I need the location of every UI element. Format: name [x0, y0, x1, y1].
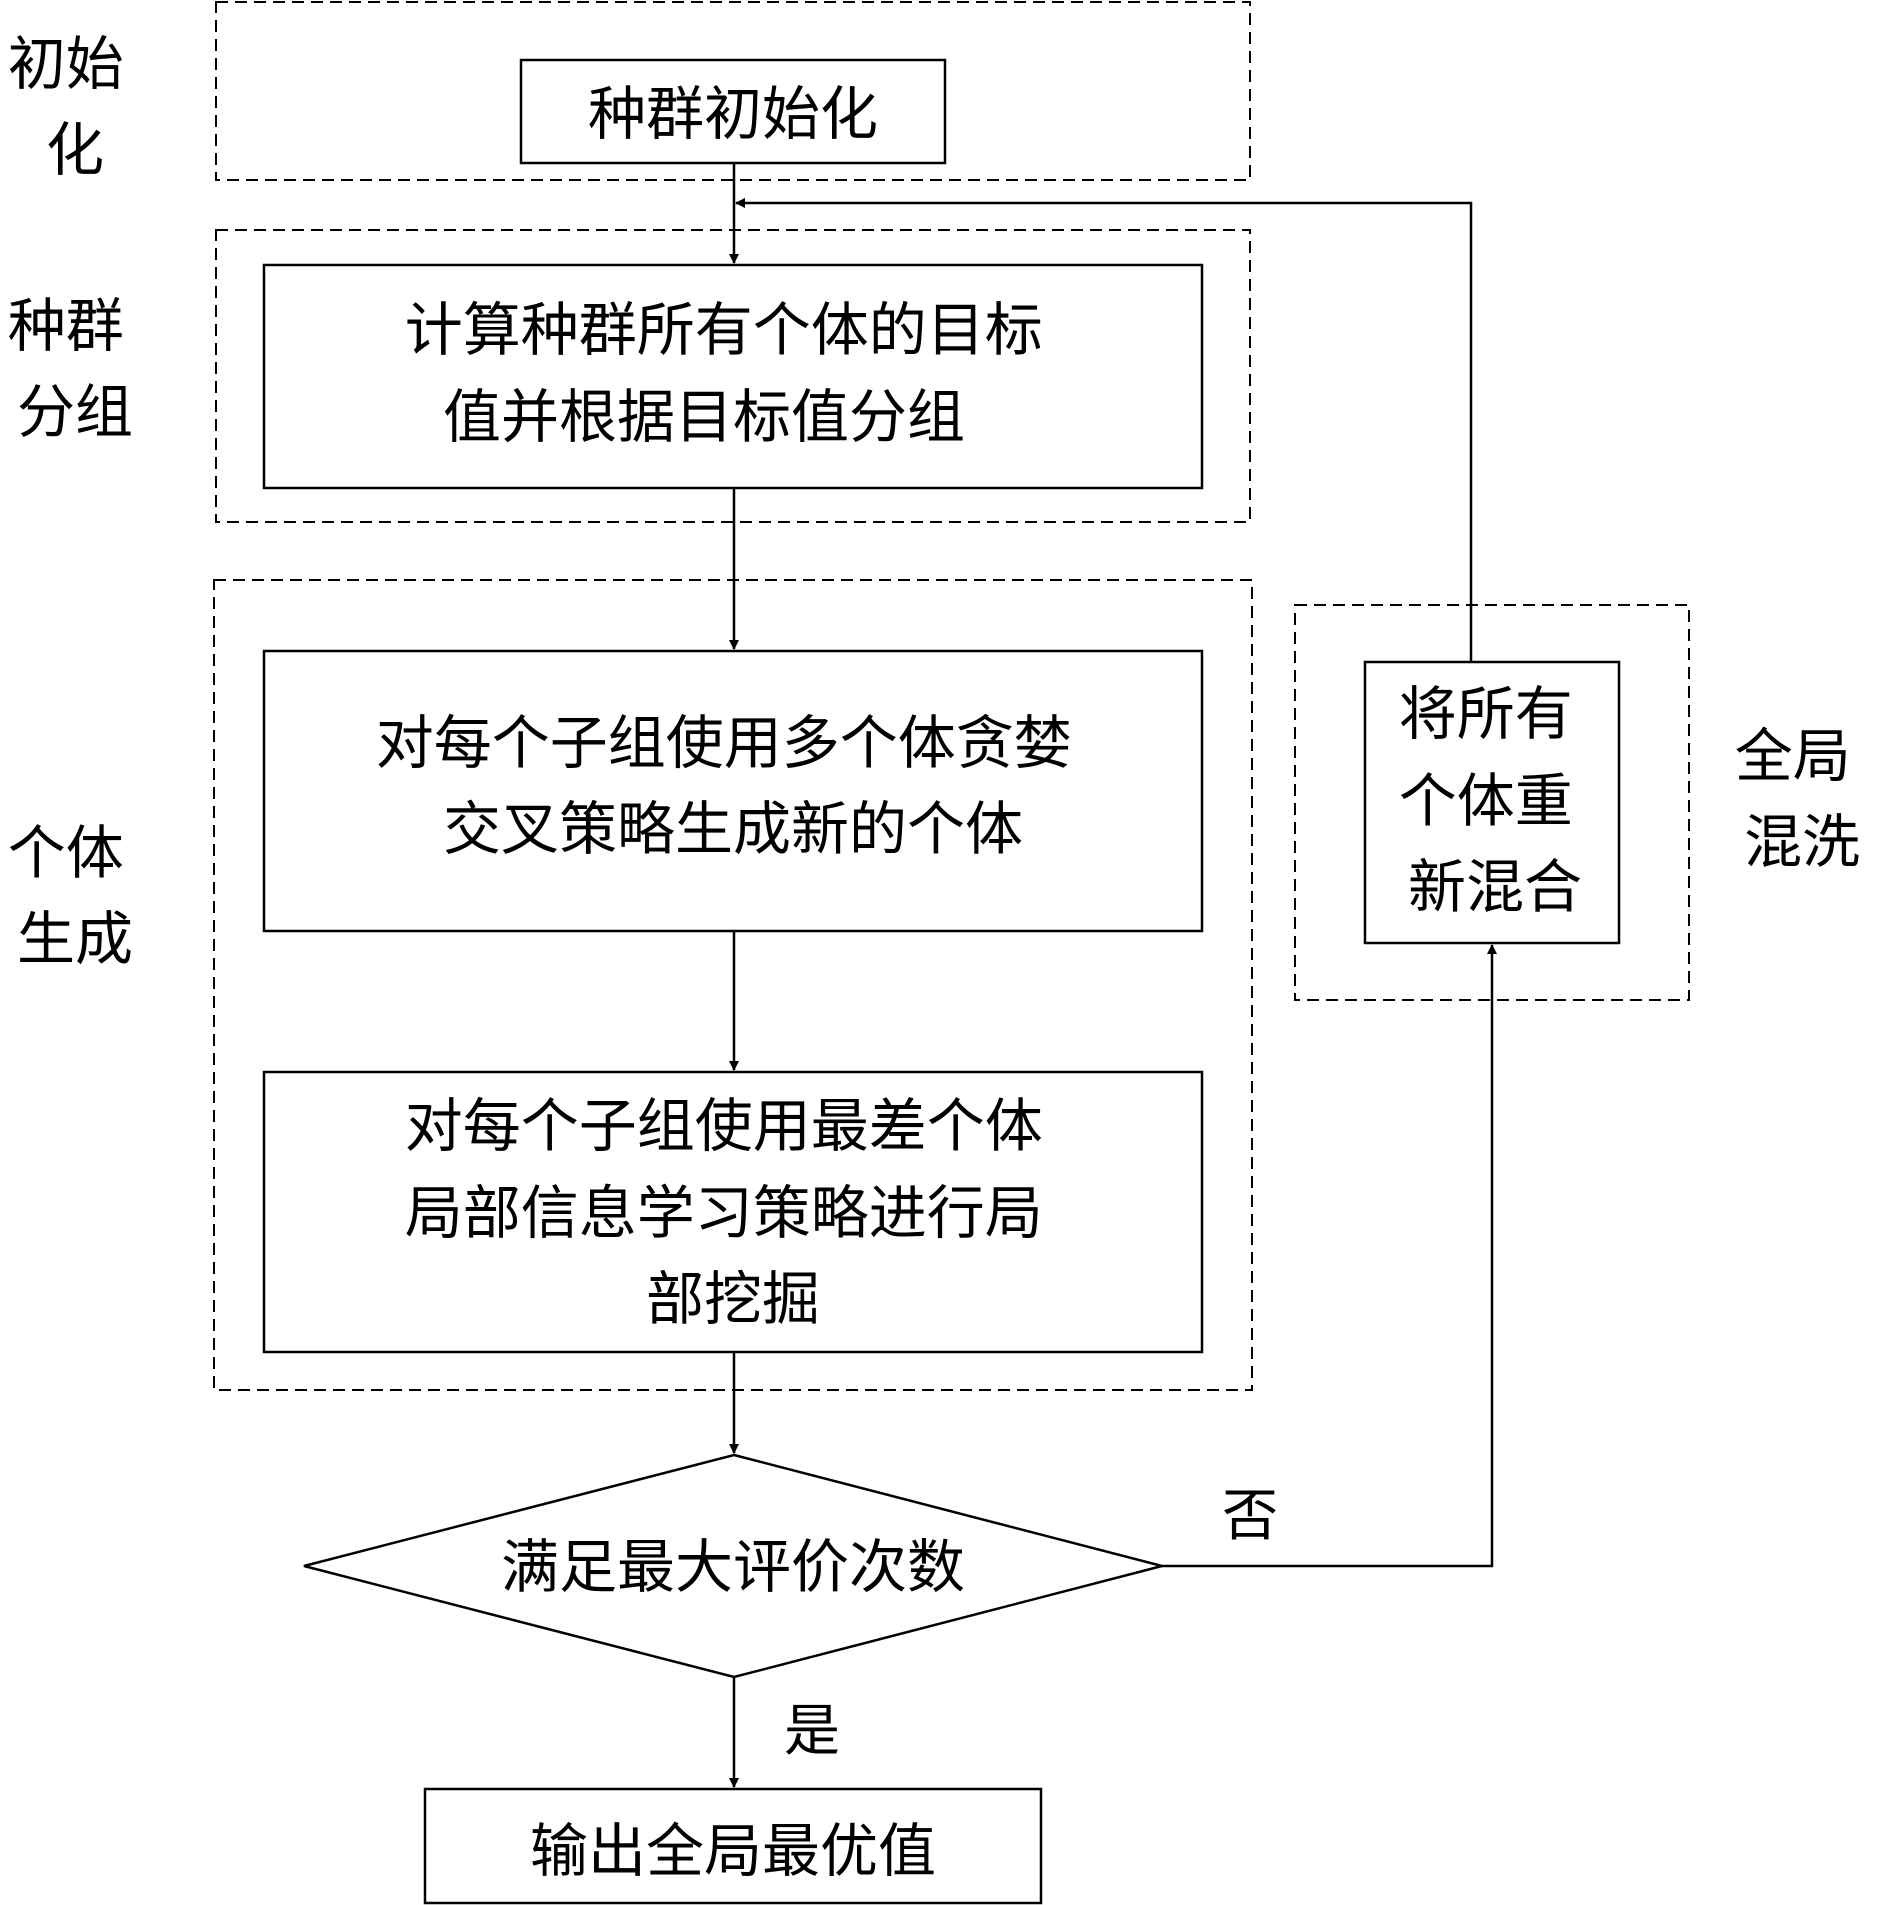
arrow-no-to-remix [1162, 944, 1497, 1568]
greedy-crossover-label: 对每个子组使用多个体贪婪 交叉策略生成新的个体 [376, 709, 1090, 863]
local-learning-label: 对每个子组使用最差个体 局部信息学习策略进行局 部挖掘 [405, 1092, 1061, 1333]
phase-shuffle-label: 全局 混洗 [1735, 722, 1869, 876]
remix-box [1363, 660, 1621, 945]
phase-init-label: 初始 化 [8, 30, 142, 184]
phase-grouping-label: 种群 分组 [8, 292, 142, 446]
population-init-label: 种群初始化 [588, 80, 878, 148]
output-label: 输出全局最优值 [530, 1817, 936, 1885]
compute-group-label: 计算种群所有个体的目标 值并根据目标值分组 [405, 296, 1061, 451]
arrow-remix-loop-back [735, 198, 1473, 662]
phase-shuffle-frame [1294, 604, 1690, 1001]
greedy-crossover-box [262, 649, 1204, 933]
decision-label: 满足最大评价次数 [501, 1533, 965, 1601]
branch-no-label: 否 [1222, 1484, 1278, 1549]
output-box [423, 1787, 1043, 1905]
phase-grouping-frame [215, 229, 1251, 523]
remix-label: 将所有 个体重 新混合 [1399, 680, 1591, 921]
branch-yes-label: 是 [784, 1699, 840, 1764]
phase-generation-label: 个体 生成 [8, 819, 142, 973]
